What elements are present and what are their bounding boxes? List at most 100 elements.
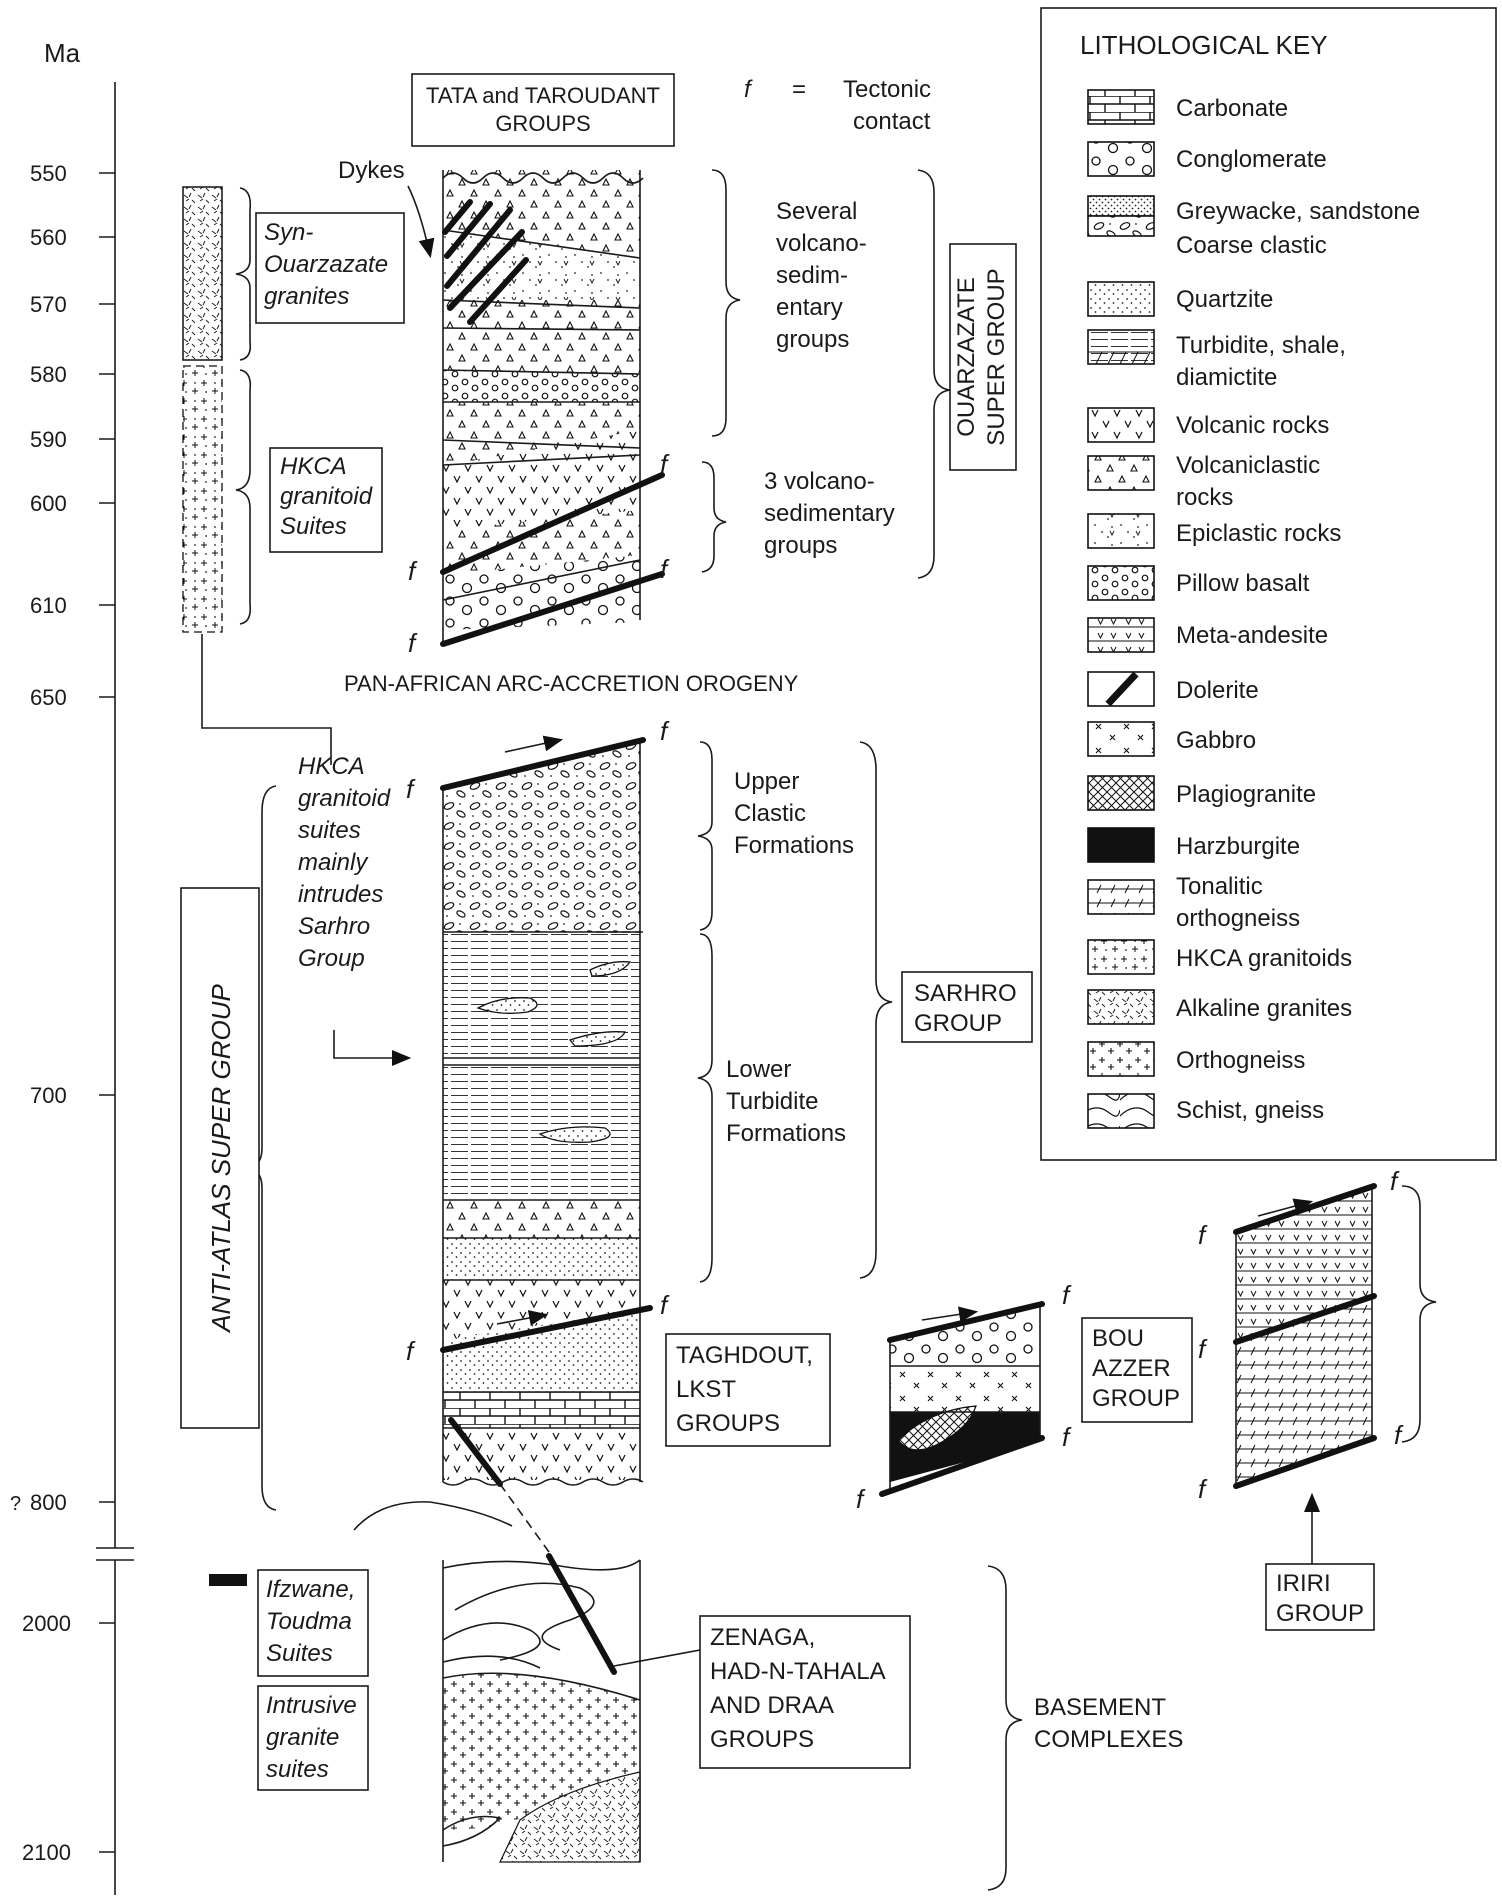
- key-label-greywacke: Greywacke, sandstone: [1176, 198, 1420, 225]
- key-swatch-volcaniclastic: [1087, 455, 1155, 491]
- key-label-turbidite: Turbidite, shale,: [1176, 332, 1346, 359]
- key-swatch-coarse-clastic: [1087, 215, 1155, 237]
- tick-label-560: 560: [30, 225, 67, 250]
- key-label-harzburgite: Harzburgite: [1176, 833, 1300, 860]
- time-axis: Ma 550 560 570 580 590 600 610 650 700 8…: [10, 38, 134, 1895]
- axis-ticks-upper: 550 560 570 580 590 600 610 650 700 800 …: [10, 161, 115, 1515]
- svg-text:Tectonic: Tectonic: [843, 76, 931, 103]
- anti-atlas-super-group-box: ANTI-ATLAS SUPER GROUP: [180, 887, 260, 1429]
- svg-text:Group: Group: [298, 945, 365, 972]
- svg-text:f: f: [660, 1290, 670, 1320]
- svg-text:GROUP: GROUP: [1092, 1385, 1180, 1412]
- key-swatch-quartzite: [1087, 281, 1155, 317]
- key-swatch-carbonate: [1087, 89, 1155, 125]
- key-label-orthogneiss: Orthogneiss: [1176, 1047, 1305, 1074]
- svg-text:f: f: [660, 449, 670, 479]
- key-label-epiclastic: Epiclastic rocks: [1176, 520, 1341, 547]
- svg-text:TATA and TAROUDANT: TATA and TAROUDANT: [426, 83, 660, 108]
- svg-text:f: f: [1062, 1280, 1072, 1310]
- svg-text:GROUP: GROUP: [914, 1010, 1002, 1037]
- svg-text:f: f: [408, 556, 418, 586]
- lower-turbidite-label: Lower Turbidite Formations: [726, 1056, 846, 1147]
- svg-text:entary: entary: [776, 294, 843, 321]
- key-label-schist: Schist, gneiss: [1176, 1097, 1324, 1124]
- svg-text:volcano-: volcano-: [776, 230, 867, 257]
- svg-text:GROUPS: GROUPS: [495, 111, 590, 136]
- tick-label-650: 650: [30, 685, 67, 710]
- key-swatch-volcanic: [1087, 407, 1155, 443]
- iriri-column: f f f f f: [1198, 1166, 1404, 1566]
- key-label-gabbro: Gabbro: [1176, 727, 1256, 754]
- iriri-group-box: IRIRI GROUP: [1265, 1563, 1375, 1631]
- svg-text:f: f: [1198, 1334, 1208, 1364]
- svg-text:3 volcano-: 3 volcano-: [764, 468, 875, 495]
- key-label-carbonate: Carbonate: [1176, 95, 1288, 122]
- tick-label-580: 580: [30, 362, 67, 387]
- key-label-turbidite-2: diamictite: [1176, 364, 1277, 391]
- hkca-granitoid-bar: [182, 365, 223, 633]
- svg-text:SUPER GROUP: SUPER GROUP: [983, 268, 1010, 445]
- axis-ticks-lower: 2000 2100: [22, 1611, 115, 1865]
- svg-text:f: f: [406, 774, 416, 804]
- key-swatch-meta-andesite: [1087, 617, 1155, 653]
- key-label-pillow-basalt: Pillow basalt: [1176, 570, 1310, 597]
- svg-text:f: f: [1198, 1474, 1208, 1504]
- svg-text:granites: granites: [264, 283, 349, 310]
- svg-text:Lower: Lower: [726, 1056, 791, 1083]
- svg-text:=: =: [792, 76, 806, 103]
- svg-text:Syn-: Syn-: [264, 219, 313, 246]
- svg-text:Several: Several: [776, 198, 857, 225]
- sarhro-group-box: SARHRO GROUP: [901, 971, 1033, 1043]
- key-swatch-schist: [1087, 1093, 1155, 1129]
- key-swatch-gabbro: [1087, 721, 1155, 757]
- taghdout-lkst-box: TAGHDOUT, LKST GROUPS: [665, 1333, 831, 1447]
- svg-text:Intrusive: Intrusive: [266, 1692, 357, 1719]
- ouarzazate-column: Dykes f f f f: [338, 157, 670, 658]
- svg-text:Formations: Formations: [734, 832, 854, 859]
- key-label-dolerite: Dolerite: [1176, 677, 1259, 704]
- tick-query: ?: [10, 1493, 21, 1515]
- svg-text:granitoid: granitoid: [280, 483, 373, 510]
- key-label-volcanic: Volcanic rocks: [1176, 412, 1329, 439]
- svg-text:sedimentary: sedimentary: [764, 500, 895, 527]
- svg-text:Toudma: Toudma: [266, 1608, 352, 1635]
- svg-text:f: f: [1394, 1420, 1404, 1450]
- svg-text:sedim-: sedim-: [776, 262, 848, 289]
- svg-text:contact: contact: [853, 108, 931, 135]
- tick-label-600: 600: [30, 491, 67, 516]
- svg-text:mainly: mainly: [298, 849, 369, 876]
- svg-text:Clastic: Clastic: [734, 800, 806, 827]
- key-label-plagiogranite: Plagiogranite: [1176, 781, 1316, 808]
- svg-text:TAGHDOUT,: TAGHDOUT,: [676, 1342, 813, 1369]
- lithological-key: LITHOLOGICAL KEY Carbonate Conglomerate …: [1040, 7, 1497, 1161]
- axis-unit-label: Ma: [44, 38, 81, 68]
- tick-label-2100: 2100: [22, 1840, 71, 1865]
- svg-text:f: f: [856, 1484, 866, 1514]
- key-swatch-pillow-basalt: [1087, 565, 1155, 601]
- basement-complexes-label: BASEMENT COMPLEXES: [1034, 1694, 1183, 1753]
- bou-azzer-group-box: BOU AZZER GROUP: [1081, 1317, 1193, 1423]
- svg-text:IRIRI: IRIRI: [1276, 1570, 1331, 1597]
- svg-text:intrudes: intrudes: [298, 881, 383, 908]
- svg-text:suites: suites: [298, 817, 361, 844]
- syn-ouarzazate-granite-bar: [182, 186, 223, 361]
- syn-ouarzazate-box: Syn- Ouarzazate granites: [255, 212, 405, 324]
- svg-text:ANTI-ATLAS SUPER GROUP: ANTI-ATLAS SUPER GROUP: [206, 983, 236, 1333]
- hkca-intrudes-label: HKCA granitoid suites mainly intrudes Sa…: [298, 753, 412, 1066]
- svg-text:suites: suites: [266, 1756, 329, 1783]
- key-label-volcaniclastic: Volcaniclastic: [1176, 452, 1320, 479]
- svg-text:ZENAGA,: ZENAGA,: [710, 1624, 815, 1651]
- key-label-meta-andesite: Meta-andesite: [1176, 622, 1328, 649]
- key-swatch-greywacke: [1087, 195, 1155, 217]
- svg-text:AND DRAA: AND DRAA: [710, 1692, 834, 1719]
- key-swatch-harzburgite: [1087, 827, 1155, 863]
- tick-label-2000: 2000: [22, 1611, 71, 1636]
- key-swatch-conglomerate: [1087, 141, 1155, 177]
- three-volcano-label: 3 volcano- sedimentary groups: [764, 468, 895, 559]
- svg-text:Sarhro: Sarhro: [298, 913, 370, 940]
- svg-text:Formations: Formations: [726, 1120, 846, 1147]
- key-label-hkca: HKCA granitoids: [1176, 945, 1352, 972]
- key-label-tonalitic-2: orthogneiss: [1176, 905, 1300, 932]
- upper-clastic-label: Upper Clastic Formations: [734, 768, 854, 859]
